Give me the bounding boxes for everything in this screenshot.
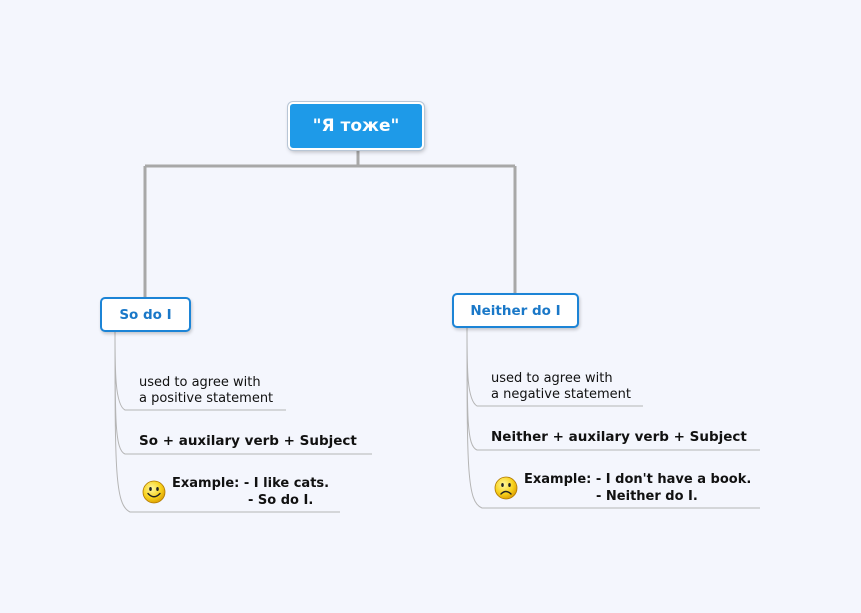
left-example-line-1: Example: - I like cats.: [172, 476, 330, 491]
root-connector: [143, 150, 517, 298]
left-example-text: Example: - I like cats. - So do I.: [172, 475, 329, 509]
left-example-line-2: - So do I.: [248, 493, 314, 508]
right-example-line-2: - Neither do I.: [596, 489, 698, 504]
right-usage-text: used to agree with a negative statement: [491, 371, 631, 403]
right-usage-line-1: used to agree with: [491, 371, 613, 386]
left-formula-text: So + auxilary verb + Subject: [139, 433, 357, 449]
smiley-sad-icon: [494, 476, 518, 500]
right-example-line-1: Example: - I don't have a book.: [524, 472, 752, 487]
left-usage-line-1: used to agree with: [139, 375, 261, 390]
smiley-happy-icon: [142, 480, 166, 504]
left-subitem-lines: [114, 331, 372, 513]
right-usage-line-2: a negative statement: [491, 387, 632, 402]
left-usage-line-2: a positive statement: [139, 391, 274, 406]
right-example-text: Example: - I don't have a book. - Neithe…: [524, 471, 751, 505]
left-usage-text: used to agree with a positive statement: [139, 375, 273, 407]
branch-node-so-do-i[interactable]: So do I: [100, 297, 191, 332]
right-subitem-lines: [466, 327, 760, 509]
branch-node-neither-do-i[interactable]: Neither do I: [452, 293, 579, 328]
root-node[interactable]: "Я тоже": [288, 102, 424, 150]
right-formula-text: Neither + auxilary verb + Subject: [491, 429, 747, 445]
